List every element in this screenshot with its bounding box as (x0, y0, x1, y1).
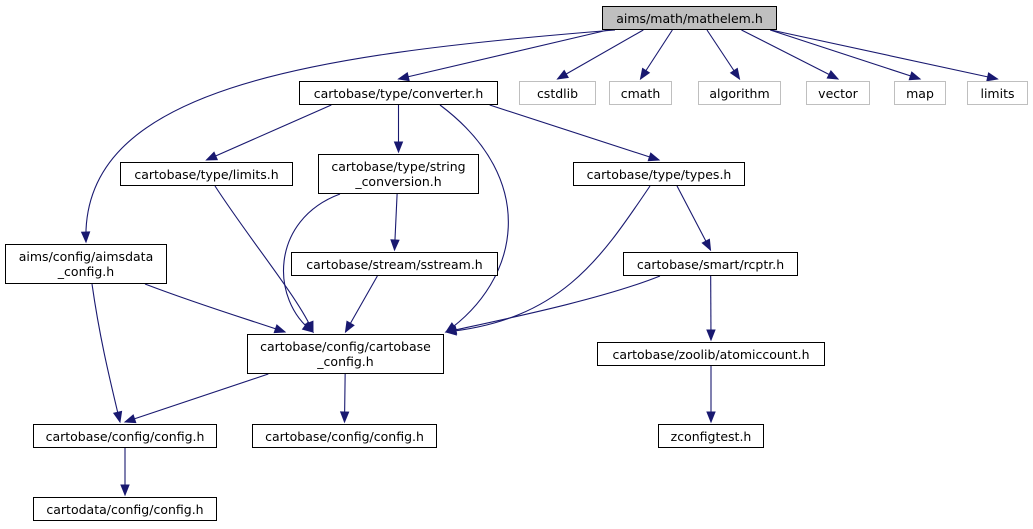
node-label-line: cartobase/config/cartobase (260, 339, 431, 354)
edge-arrowhead (701, 238, 712, 252)
node-label-line: _config.h (57, 264, 115, 279)
node-label-line: cartobase/type/types.h (586, 166, 732, 182)
edge-arrowhead (826, 70, 840, 80)
edge-types-to-rcptr (676, 185, 711, 251)
node-limits: limits (967, 81, 1028, 105)
edge-root-to-map (770, 29, 921, 80)
node-config-h-left[interactable]: cartobase/config/config.h (33, 424, 217, 448)
edge-arrowhead (397, 71, 410, 82)
node-atomiccount-h[interactable]: cartobase/zoolib/atomiccount.h (597, 342, 825, 366)
node-label-line: cartobase/smart/rcptr.h (636, 256, 785, 272)
node-converter-h[interactable]: cartobase/type/converter.h (299, 81, 498, 105)
edge-types-to-cartobase_config (445, 185, 651, 333)
edge-arrowhead (339, 411, 350, 424)
node-label-line: limits (980, 85, 1015, 101)
node-types-h[interactable]: cartobase/type/types.h (573, 162, 745, 186)
node-label-line: cstdlib (536, 85, 579, 101)
edge-arrowhead (908, 71, 922, 81)
edge-arrowhead (706, 329, 716, 342)
edge-arrowhead (444, 325, 458, 335)
node-mathelem-h[interactable]: aims/math/mathelem.h (602, 6, 777, 30)
node-type-limits-h[interactable]: cartobase/type/limits.h (120, 162, 293, 186)
edge-aimsdata_config-to-cartobase_config (144, 283, 286, 333)
node-rcptr-h[interactable]: cartobase/smart/rcptr.h (623, 252, 798, 276)
edge-root-to-cstdlib (557, 29, 644, 80)
node-aimsdata-config-h[interactable]: aims/config/aimsdata _config.h (5, 244, 167, 284)
edge-rcptr-to-cartobase_config (445, 275, 661, 333)
node-label-line: _conversion.h (355, 174, 442, 189)
node-label-line: aims/config/aimsdata (18, 249, 154, 264)
edge-root-to-aimsdata_config (85, 29, 616, 243)
edge-arrowhead (120, 484, 130, 497)
edge-root-to-limits (770, 29, 998, 80)
edge-arrowhead (729, 67, 741, 81)
edge-arrowhead (112, 410, 123, 424)
node-label-line: cartobase/type/string (331, 159, 466, 174)
node-cstdlib: cstdlib (519, 81, 596, 105)
node-label-line: cartobase/type/limits.h (134, 166, 279, 182)
edge-root-to-vector (741, 29, 839, 80)
edge-arrowhead (273, 324, 287, 334)
node-label-line: cmath (620, 85, 661, 101)
node-zconfigtest-h[interactable]: zconfigtest.h (658, 424, 764, 448)
node-string-conversion-h[interactable]: cartobase/type/string _conversion.h (318, 154, 479, 194)
edge-converter-to-cartobase_config (439, 104, 509, 333)
edge-arrowhead (986, 72, 999, 82)
node-cmath: cmath (609, 81, 672, 105)
edge-cartobase_config-to-config_left (124, 373, 269, 423)
node-label-line: algorithm (709, 85, 770, 101)
node-label-line: cartobase/config/config.h (265, 428, 424, 444)
edge-arrowhead (706, 411, 716, 424)
edge-type_limits-to-cartobase_config (214, 185, 314, 333)
edge-arrowhead (123, 414, 137, 424)
node-label-line: cartobase/zoolib/atomiccount.h (612, 346, 810, 362)
node-label-line: _config.h (317, 354, 374, 369)
edge-string_conv-to-cartobase_config (283, 193, 341, 333)
edge-arrowhead (390, 239, 400, 252)
edge-arrowhead (344, 320, 355, 334)
edge-arrowhead (80, 231, 91, 244)
node-cartobase-config-h[interactable]: cartobase/config/cartobase _config.h (247, 334, 444, 374)
node-label-line: cartobase/config/config.h (45, 428, 205, 444)
node-map: map (894, 81, 946, 105)
edge-arrowhead (393, 141, 404, 154)
node-label-line: cartobase/stream/sstream.h (306, 256, 483, 272)
node-label-line: zconfigtest.h (670, 428, 752, 444)
node-vector: vector (806, 81, 870, 105)
edge-root-to-converter (398, 29, 609, 80)
edge-aimsdata_config-to-config_left (91, 283, 121, 423)
node-label-line: map (906, 85, 934, 101)
edge-converter-to-type_limits (206, 104, 332, 161)
node-label-line: cartobase/type/converter.h (313, 85, 484, 101)
edge-arrowhead (301, 321, 315, 333)
edge-arrowhead (639, 67, 651, 81)
node-label-line: vector (818, 85, 858, 101)
node-sstream-h[interactable]: cartobase/stream/sstream.h (291, 252, 498, 276)
node-label-line: cartodata/config/config.h (46, 501, 204, 517)
node-label-line: aims/math/mathelem.h (616, 10, 763, 26)
node-config-h-mid[interactable]: cartobase/config/config.h (252, 424, 437, 448)
edge-converter-to-types (489, 104, 660, 161)
edge-arrowhead (205, 151, 219, 161)
node-cartodata-config-h[interactable]: cartodata/config/config.h (33, 497, 217, 521)
node-algorithm: algorithm (698, 81, 781, 105)
edge-arrowhead (556, 69, 569, 80)
edge-arrowhead (647, 152, 661, 162)
